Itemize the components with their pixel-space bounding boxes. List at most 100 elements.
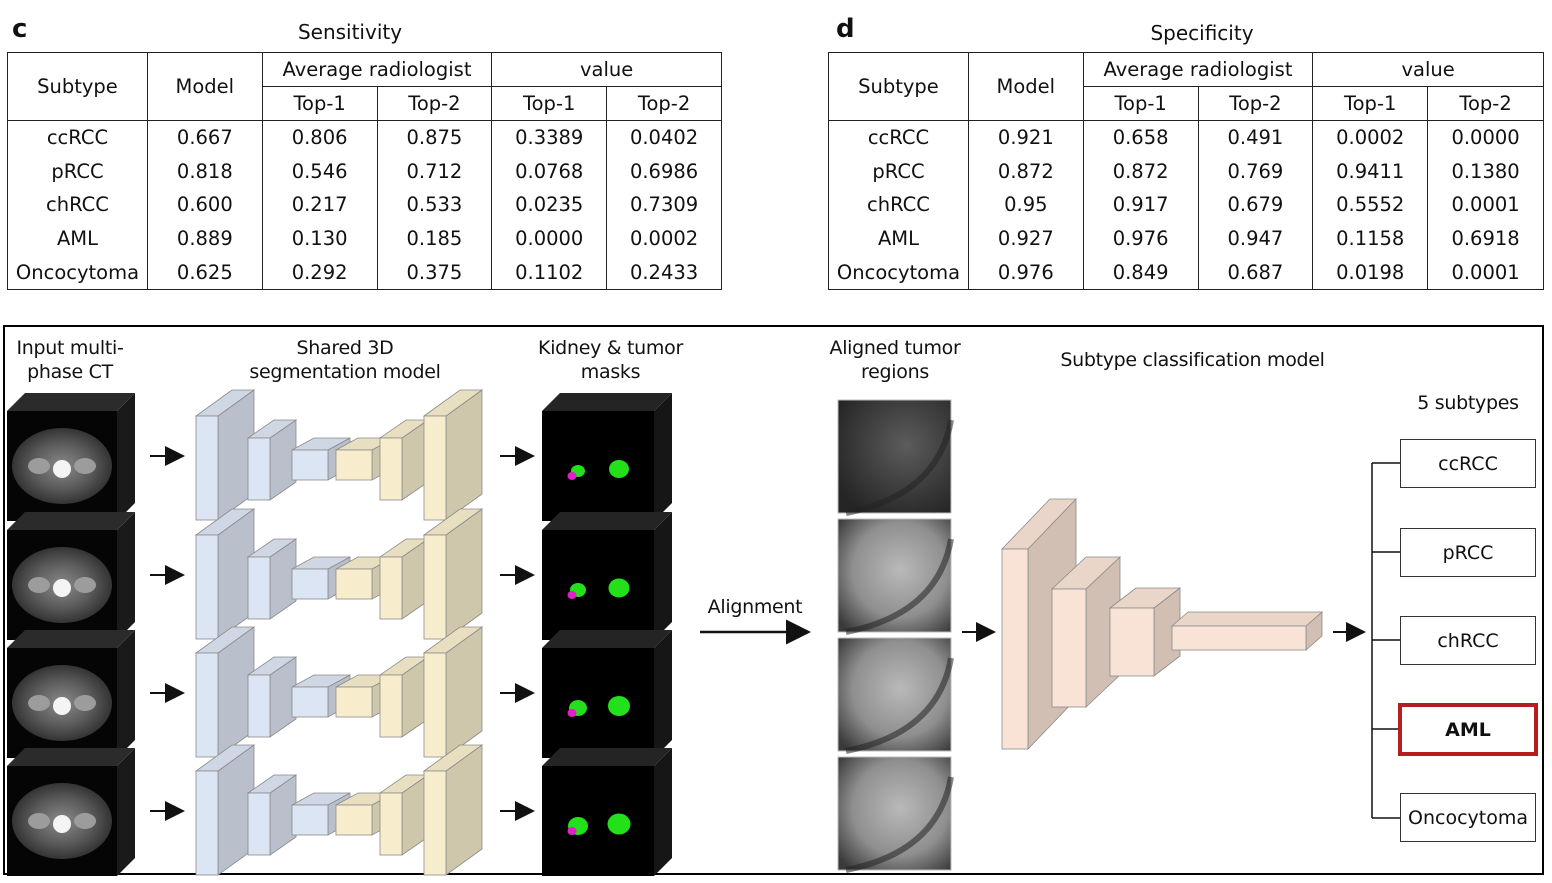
specificity-title: Specificity: [1150, 21, 1254, 45]
tumor-mask: [567, 827, 577, 835]
unet-decoder-block-1: [335, 792, 395, 836]
masks-label-line2: masks: [580, 361, 641, 383]
unet-decoder-block-1-front: [335, 686, 373, 718]
ct-kidney-left: [28, 458, 50, 474]
classifier-fc-layer-front: [1171, 625, 1307, 651]
header-top2: Top-2: [376, 86, 493, 121]
cell: 0.849: [1082, 255, 1199, 290]
cell: pRCC: [7, 154, 148, 189]
ct-cube-top: [7, 393, 135, 411]
cell: 0.679: [1197, 188, 1314, 222]
cell: 0.600: [146, 188, 263, 222]
ct-volume-1: [7, 393, 135, 521]
aligned-regions-label-line1: Aligned tumor: [829, 337, 961, 359]
masks-label: Kidney & tumor masks: [528, 336, 693, 384]
ct-cube-side: [117, 748, 135, 876]
header-pvalue: value: [491, 52, 722, 87]
ct-spine: [53, 815, 71, 833]
panel-letter-d: d: [836, 14, 855, 44]
cell: 0.6918: [1427, 221, 1544, 256]
mask-slice: [542, 648, 654, 758]
unet-encoder-block-2: [246, 538, 298, 620]
cell: 0.976: [967, 255, 1084, 290]
unet-bottleneck-block-front: [291, 686, 329, 718]
classifier-block-1-front: [1001, 548, 1029, 750]
mask-slice: [542, 530, 654, 640]
ct-kidney-right: [74, 577, 96, 593]
cell: 0.687: [1197, 255, 1314, 290]
classifier-block-3: [1108, 587, 1182, 677]
cell: 0.625: [146, 255, 263, 290]
ct-kidney-left: [28, 813, 50, 829]
cell: 0.185: [376, 221, 493, 256]
cell: 0.0768: [491, 154, 608, 189]
mask-cube-top: [542, 748, 672, 766]
unet-encoder-block-1: [194, 626, 256, 758]
cell: AML: [7, 221, 148, 256]
unet-decoder-block-1-front: [335, 568, 373, 600]
ct-spine: [53, 697, 71, 715]
cell: 0.889: [146, 221, 263, 256]
cell: 0.0235: [491, 188, 608, 222]
sensitivity-title: Sensitivity: [297, 20, 403, 44]
aligned-tumor-patch-1: [837, 399, 954, 516]
tumor-mask: [567, 591, 577, 599]
cell: chRCC: [828, 188, 969, 222]
mask-cube-top: [542, 393, 672, 411]
header-model: Model: [146, 52, 263, 121]
unet-encoder-block-2: [246, 656, 298, 738]
ct-cube-top: [7, 748, 135, 766]
class-box-prcc: pRCC: [1400, 528, 1536, 577]
tumor-mask: [567, 472, 577, 480]
unet-bottleneck-block-front: [291, 804, 329, 836]
unet-encoder-block-1-front: [195, 770, 219, 876]
cell: 0.769: [1197, 154, 1314, 189]
input-ct-label: Input multi- phase CT: [0, 336, 140, 384]
header-subtype: Subtype: [7, 52, 148, 121]
cell: 0.3389: [491, 120, 608, 155]
ct-kidney-left: [28, 577, 50, 593]
segmentation-model-label-line1: Shared 3D: [296, 337, 394, 359]
unet-encoder-block-1-front: [195, 415, 219, 521]
aligned-tumor-patch-2: [837, 518, 954, 635]
unet-encoder-block-2: [246, 419, 298, 501]
alignment-label: Alignment: [707, 596, 803, 618]
cell: 0.546: [261, 154, 378, 189]
cell: 0.0002: [606, 221, 722, 256]
cell: ccRCC: [828, 120, 969, 155]
cell: 0.818: [146, 154, 263, 189]
panel-letter-c: c: [12, 14, 28, 44]
kidney-mask-right: [608, 696, 630, 716]
mask-cube-top: [542, 512, 672, 530]
ct-spine: [53, 460, 71, 478]
cell: 0.95: [967, 188, 1084, 222]
cell: 0.712: [376, 154, 493, 189]
kidney-mask-right: [608, 578, 630, 598]
ct-kidney-left: [28, 695, 50, 711]
ct-kidney-right: [74, 695, 96, 711]
header-top1: Top-1: [1312, 86, 1429, 121]
cell: 0.667: [146, 120, 263, 155]
cell: pRCC: [828, 154, 969, 189]
input-ct-label-line2: phase CT: [27, 361, 113, 383]
header-subtype: Subtype: [828, 52, 969, 121]
ct-volume-4: [7, 748, 135, 876]
ct-kidney-right: [74, 458, 96, 474]
mask-cube-side: [654, 748, 672, 876]
unet-decoder-block-3: [422, 626, 484, 758]
ct-cube-side: [117, 393, 135, 521]
mask-cube-side: [654, 512, 672, 640]
unet-encoder-block-2-front: [247, 556, 271, 620]
unet-decoder-block-3: [422, 389, 484, 521]
unet-encoder-block-2-front: [247, 674, 271, 738]
cell: 0.0000: [491, 221, 608, 256]
cell: 0.7309: [606, 188, 722, 222]
classification-model-label: Subtype classification model: [1060, 349, 1325, 371]
tumor-mask: [567, 709, 577, 717]
